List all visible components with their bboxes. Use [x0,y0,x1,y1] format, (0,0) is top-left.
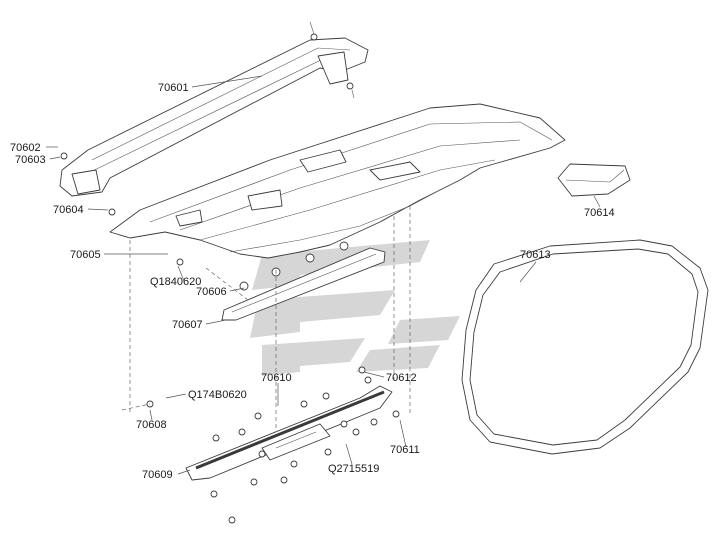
callout-70603: 70603 [15,154,46,166]
garnish-strip-part[interactable] [185,385,393,481]
garnish-bracket-part[interactable] [221,241,386,321]
callout-70608: 70608 [136,419,167,431]
spoiler-part[interactable] [59,21,369,216]
callout-70604: 70604 [53,204,84,216]
cover-part-70614[interactable] [557,163,631,197]
callout-q174b0620: Q174B0620 [188,389,247,401]
fasteners [146,258,400,524]
callout-70601: 70601 [158,82,189,94]
callout-70602: 70602 [10,142,41,154]
callout-70614: 70614 [584,207,615,219]
callout-q1840620: Q1840620 [150,276,201,288]
leader-lines [46,75,601,475]
callout-q2715519: Q2715519 [328,463,379,475]
callout-70610: 70610 [261,372,292,384]
callout-70607: 70607 [172,319,203,331]
callout-70605: 70605 [70,249,101,261]
weatherstrip-part[interactable] [461,239,709,455]
callout-70611: 70611 [390,444,420,456]
callout-labels: 70601 70602 70603 70604 70605 Q1840620 7… [10,82,615,481]
trunk-lid-panel[interactable] [109,103,566,259]
callout-70606: 70606 [196,286,227,298]
callout-70612: 70612 [386,372,417,384]
callout-70609: 70609 [142,469,173,481]
assembly-lines [121,206,411,428]
callout-70613: 70613 [520,249,551,261]
